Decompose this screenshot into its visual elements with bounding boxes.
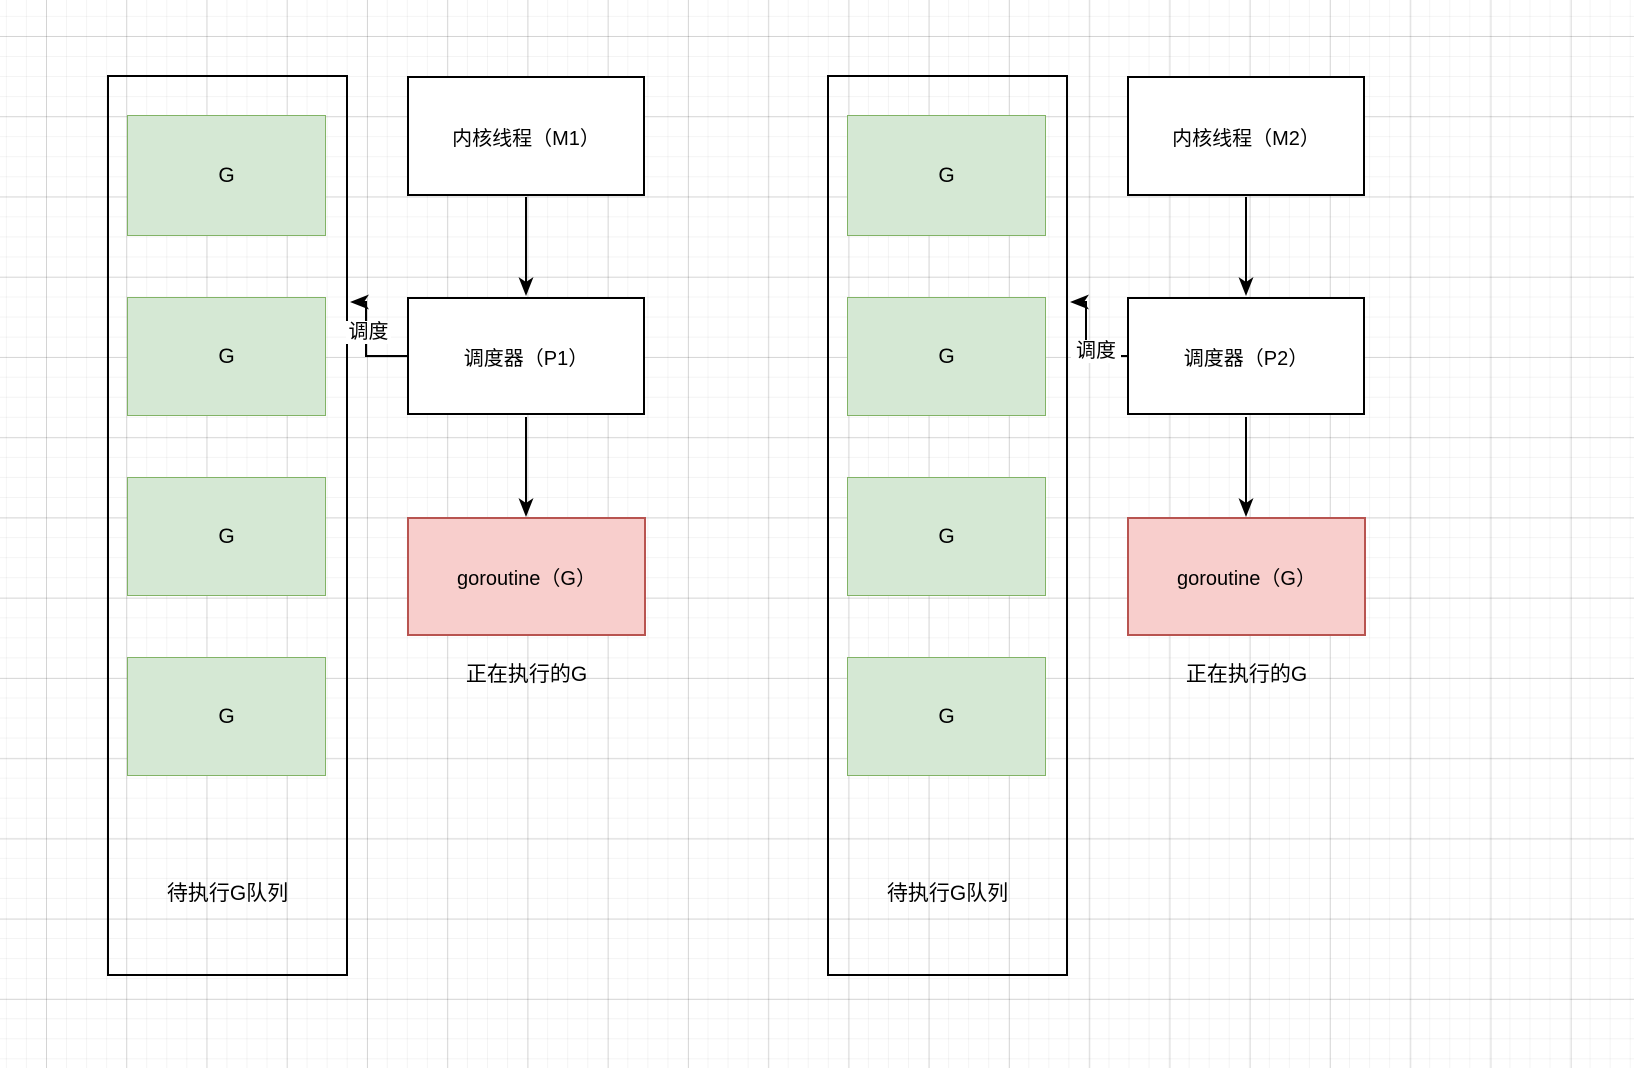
arrowhead-down-icon bbox=[518, 277, 534, 296]
queued-goroutine-box: G bbox=[127, 657, 326, 776]
g-label: G bbox=[938, 524, 955, 548]
running-goroutine-label: goroutine（G） bbox=[457, 568, 596, 590]
pending-g-queue-container bbox=[107, 75, 348, 976]
kernel-thread-box: 内核线程（M1） bbox=[407, 76, 645, 196]
queued-goroutine-box: G bbox=[847, 297, 1046, 416]
kernel-thread-box: 内核线程（M2） bbox=[1127, 76, 1365, 196]
schedule-arrow-label: 调度 bbox=[1071, 340, 1121, 363]
scheduler-label: 调度器（P1） bbox=[463, 347, 589, 370]
arrowhead-down-icon bbox=[1238, 498, 1254, 517]
scheduler-label: 调度器（P2） bbox=[1183, 347, 1309, 370]
running-goroutine-caption: 正在执行的G bbox=[1185, 663, 1308, 686]
pending-g-queue-container bbox=[827, 75, 1068, 976]
running-goroutine-box: goroutine（G） bbox=[1127, 517, 1366, 636]
queued-goroutine-box: G bbox=[847, 115, 1046, 236]
queued-goroutine-box: G bbox=[127, 477, 326, 596]
g-label: G bbox=[938, 344, 955, 368]
queued-goroutine-box: G bbox=[847, 477, 1046, 596]
g-label: G bbox=[218, 704, 235, 728]
g-label: G bbox=[218, 524, 235, 548]
g-label: G bbox=[938, 163, 955, 187]
running-goroutine-caption: 正在执行的G bbox=[465, 663, 588, 686]
running-goroutine-box: goroutine（G） bbox=[407, 517, 646, 636]
scheduler-box: 调度器（P1） bbox=[407, 297, 645, 415]
scheduler-box: 调度器（P2） bbox=[1127, 297, 1365, 415]
schedule-arrow-label: 调度 bbox=[346, 321, 391, 344]
running-goroutine-label: goroutine（G） bbox=[1177, 568, 1316, 590]
pending-queue-caption: 待执行G队列 bbox=[886, 882, 1009, 905]
g-label: G bbox=[938, 704, 955, 728]
queued-goroutine-box: G bbox=[847, 657, 1046, 776]
kernel-thread-label: 内核线程（M1） bbox=[452, 127, 600, 150]
arrowhead-left-icon bbox=[350, 294, 369, 310]
pending-queue-caption: 待执行G队列 bbox=[166, 882, 289, 905]
queued-goroutine-box: G bbox=[127, 297, 326, 416]
g-label: G bbox=[218, 163, 235, 187]
g-label: G bbox=[218, 344, 235, 368]
arrowhead-down-icon bbox=[518, 498, 534, 517]
kernel-thread-label: 内核线程（M2） bbox=[1172, 127, 1320, 150]
arrowhead-down-icon bbox=[1238, 277, 1254, 296]
queued-goroutine-box: G bbox=[127, 115, 326, 236]
arrowhead-left-icon bbox=[1070, 294, 1089, 310]
